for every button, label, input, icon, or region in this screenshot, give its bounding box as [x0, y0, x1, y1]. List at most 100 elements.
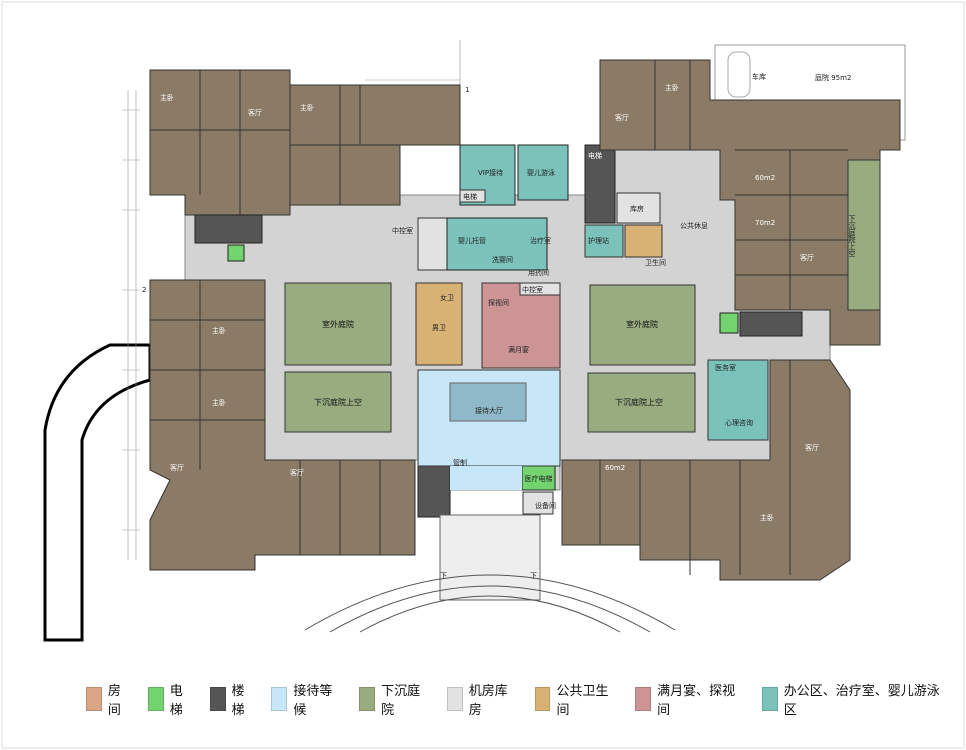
- reception-area-lower: [450, 466, 522, 490]
- stair-label: 电梯: [588, 151, 602, 160]
- nurse-station: [584, 224, 624, 258]
- legend-swatch: [635, 687, 652, 711]
- sunken-courtyard-left: [284, 371, 392, 433]
- room-walls: [150, 70, 460, 215]
- rooms-bottom-left: [149, 279, 416, 571]
- car-icon: [727, 51, 751, 98]
- legend-item-courtyard: 下沉庭院: [359, 680, 433, 718]
- legend-label: 房间: [107, 684, 121, 718]
- legend-item-room: 房间: [86, 680, 134, 718]
- room-area: 70m2: [755, 219, 775, 227]
- courtyard-label: 室外庭院: [626, 319, 658, 329]
- legend-item-banquet: 满月宴、探视间: [635, 680, 748, 718]
- nurse-station-label: 护理站: [588, 236, 609, 245]
- room-walls-bottom-right: [599, 360, 791, 575]
- room-label: 主卧: [160, 93, 174, 102]
- dining-label: 餐厅: [405, 158, 419, 167]
- office-label: 医务室: [715, 363, 736, 372]
- banquet-visit-room: [481, 282, 561, 369]
- medical-elevator: [521, 465, 556, 491]
- room-label: 主卧: [300, 103, 314, 112]
- outdoor-courtyard-right: [589, 284, 696, 366]
- legend-swatch: [86, 687, 102, 711]
- sunken-courtyard-right-lower: [587, 372, 696, 433]
- down-label: 下: [530, 572, 537, 580]
- legend-item-elevator: 电梯: [147, 680, 196, 718]
- outdoor-courtyard-left: [284, 282, 392, 366]
- elevator-right: [719, 312, 739, 334]
- toilet-label: 卫生间: [645, 258, 666, 267]
- baby-swim-room: [517, 144, 569, 201]
- bathing-label: 洗婴间: [492, 255, 513, 264]
- courtyard-label: 室外庭院: [322, 319, 354, 329]
- legend-swatch: [446, 687, 463, 711]
- sunken-courtyard-label: 下沉庭院上空: [848, 215, 856, 257]
- legend: 房间 电梯 楼梯 接待等候 下沉庭院 机房库房 公共卫生间 满月宴、探视间 办公…: [86, 680, 966, 718]
- elevator-label: 电梯: [463, 192, 477, 201]
- room-area: 60m2: [755, 174, 775, 182]
- control-room: [519, 282, 561, 296]
- room-label: 客厅: [615, 113, 629, 122]
- room-label: 主卧: [212, 326, 226, 335]
- legend-item-office: 办公区、治疗室、婴儿游泳区: [761, 680, 952, 718]
- room-label: 客厅: [290, 468, 304, 477]
- legend-item-stair: 楼梯: [209, 680, 258, 718]
- elevator-room: [459, 189, 486, 203]
- room-label: 主卧: [212, 398, 226, 407]
- consult-label: 心理咨询: [725, 418, 753, 427]
- legend-item-machine: 机房库房: [446, 680, 521, 718]
- room-walls-right: [654, 60, 848, 310]
- legend-label: 接待等候: [293, 684, 333, 718]
- baby-care-label: 婴儿托管: [458, 236, 486, 245]
- stair-left: [194, 214, 263, 244]
- elevator-left-top: [227, 244, 245, 262]
- storage-label: 库房: [630, 204, 644, 213]
- legend-label: 满月宴、探视间: [657, 684, 736, 718]
- reception-hall-label: 接待大厅: [475, 406, 503, 415]
- legend-item-reception: 接待等候: [271, 680, 345, 718]
- visit-room-label: 探视间: [488, 298, 509, 307]
- axis-label-2: 2: [142, 286, 146, 294]
- banquet-label: 满月宴: [508, 345, 529, 354]
- office-treatment-room: [707, 359, 769, 441]
- equipment-room: [522, 491, 554, 515]
- curved-road: [43, 343, 152, 642]
- entrance-steps-outer: [304, 574, 676, 631]
- garage-label: 车库: [752, 72, 766, 81]
- sunken-label: 下沉庭院上空: [314, 397, 362, 407]
- control-room-label: 中控室: [392, 226, 413, 235]
- medicine-label: 用药间: [528, 268, 549, 277]
- rooms-top-right: [599, 59, 901, 346]
- down-label: 下: [440, 572, 447, 580]
- legend-swatch: [271, 687, 288, 711]
- baby-swim-label: 婴儿游泳: [527, 168, 555, 177]
- control-room-label: 中控室: [522, 285, 543, 294]
- sunken-courtyard-right: [847, 159, 881, 311]
- axis-label-1: 1: [465, 86, 469, 94]
- control-label: 管制: [453, 458, 467, 467]
- public-lounge-label: 公共休息: [680, 221, 708, 230]
- storage-room: [616, 192, 661, 224]
- vip-label: VIP接待: [478, 168, 503, 177]
- equipment-label: 设备间: [535, 501, 556, 510]
- room-label: 客厅: [800, 253, 814, 262]
- room-label: 客厅: [170, 463, 184, 472]
- yard-label: 庭院 95m2: [815, 73, 851, 82]
- sunken-label: 下沉庭院上空: [615, 397, 663, 407]
- dining-area: 130m2: [420, 184, 445, 192]
- stair-center-right: [584, 144, 616, 224]
- room-label: 主卧: [665, 83, 679, 92]
- dimension-lines: [122, 40, 461, 560]
- room-area: 60m2: [605, 464, 625, 472]
- legend-swatch: [209, 687, 226, 711]
- toilet-right: [624, 224, 663, 258]
- legend-label: 办公区、治疗室、婴儿游泳区: [783, 684, 940, 718]
- stair-right: [739, 311, 803, 337]
- room-label: 主卧: [760, 513, 774, 522]
- rooms-top-left: [149, 69, 461, 216]
- legend-label: 下沉庭院: [381, 684, 421, 718]
- treatment-label: 治疗室: [530, 236, 551, 245]
- baby-care-area: [446, 217, 548, 271]
- legend-label: 楼梯: [231, 684, 245, 718]
